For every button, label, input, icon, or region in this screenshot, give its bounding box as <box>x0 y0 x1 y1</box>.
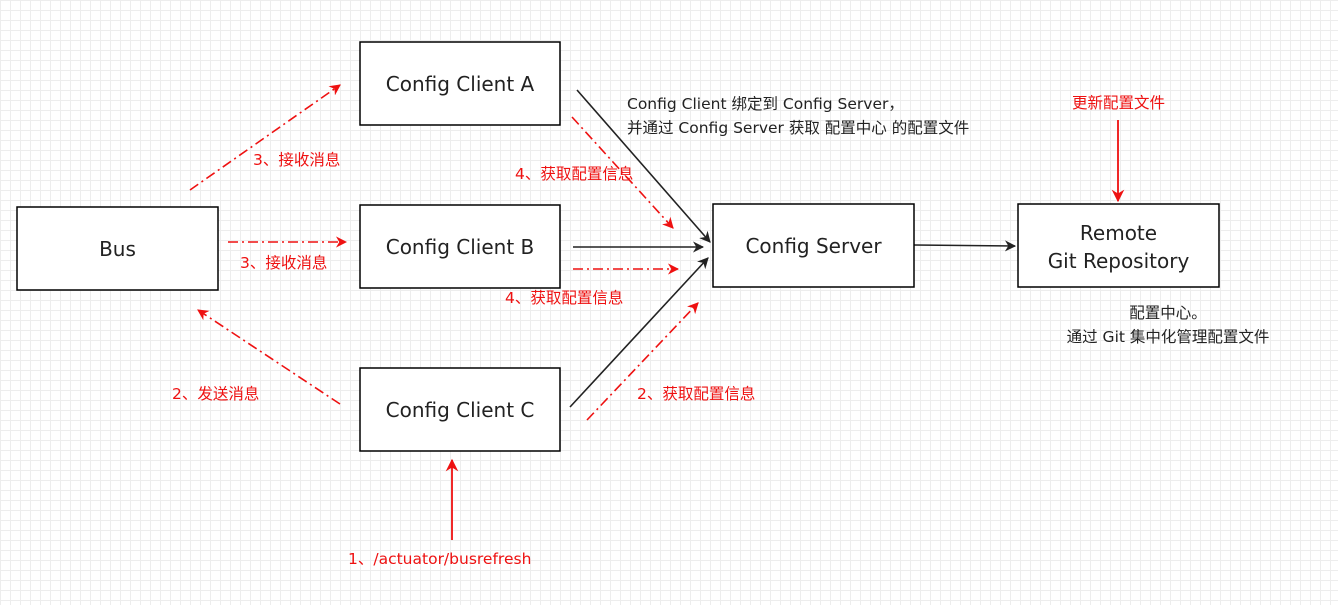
label-fetch-config-b: 4、获取配置信息 <box>505 289 623 307</box>
node-bus[interactable]: Bus <box>16 206 219 291</box>
label-busrefresh: 1、/actuator/busrefresh <box>348 550 531 568</box>
node-remote-git-repository-label-line2: Git Repository <box>1048 249 1190 273</box>
edge-client-a-to-server <box>576 89 711 243</box>
edge-client-c-to-bus <box>197 309 341 405</box>
node-config-client-c[interactable]: Config Client C <box>359 367 561 452</box>
edge-bus-to-client-a <box>189 84 341 191</box>
node-config-server-label: Config Server <box>745 234 882 258</box>
label-fetch-config-c: 2、获取配置信息 <box>637 385 755 403</box>
note-binding-line1: Config Client 绑定到 Config Server， <box>627 95 904 113</box>
node-config-server[interactable]: Config Server <box>712 203 915 288</box>
edge-client-c-to-server <box>569 257 709 408</box>
label-receive-message-b: 3、接收消息 <box>240 254 327 272</box>
node-remote-git-repository[interactable]: Remote Git Repository <box>1017 203 1220 288</box>
node-config-client-a[interactable]: Config Client A <box>359 41 561 126</box>
node-config-client-b-label: Config Client B <box>386 235 535 259</box>
edge-client-c-fetch <box>586 302 699 421</box>
edge-server-to-repo <box>913 240 1017 252</box>
edge-client-a-fetch <box>571 116 674 229</box>
node-config-client-a-label: Config Client A <box>386 72 535 96</box>
node-remote-git-repository-label-line1: Remote <box>1080 221 1157 245</box>
node-config-client-b[interactable]: Config Client B <box>359 204 561 289</box>
note-binding-line2: 并通过 Config Server 获取 配置中心 的配置文件 <box>627 119 969 137</box>
note-repo-desc-line1: 配置中心。 <box>1129 304 1207 322</box>
node-config-client-c-label: Config Client C <box>386 398 535 422</box>
note-repo-desc-line2: 通过 Git 集中化管理配置文件 <box>1067 328 1270 346</box>
label-receive-message-a: 3、接收消息 <box>253 151 340 169</box>
node-bus-label: Bus <box>99 237 136 261</box>
label-fetch-config-a: 4、获取配置信息 <box>515 165 633 183</box>
note-update-config: 更新配置文件 <box>1072 94 1165 112</box>
label-send-message: 2、发送消息 <box>172 385 259 403</box>
